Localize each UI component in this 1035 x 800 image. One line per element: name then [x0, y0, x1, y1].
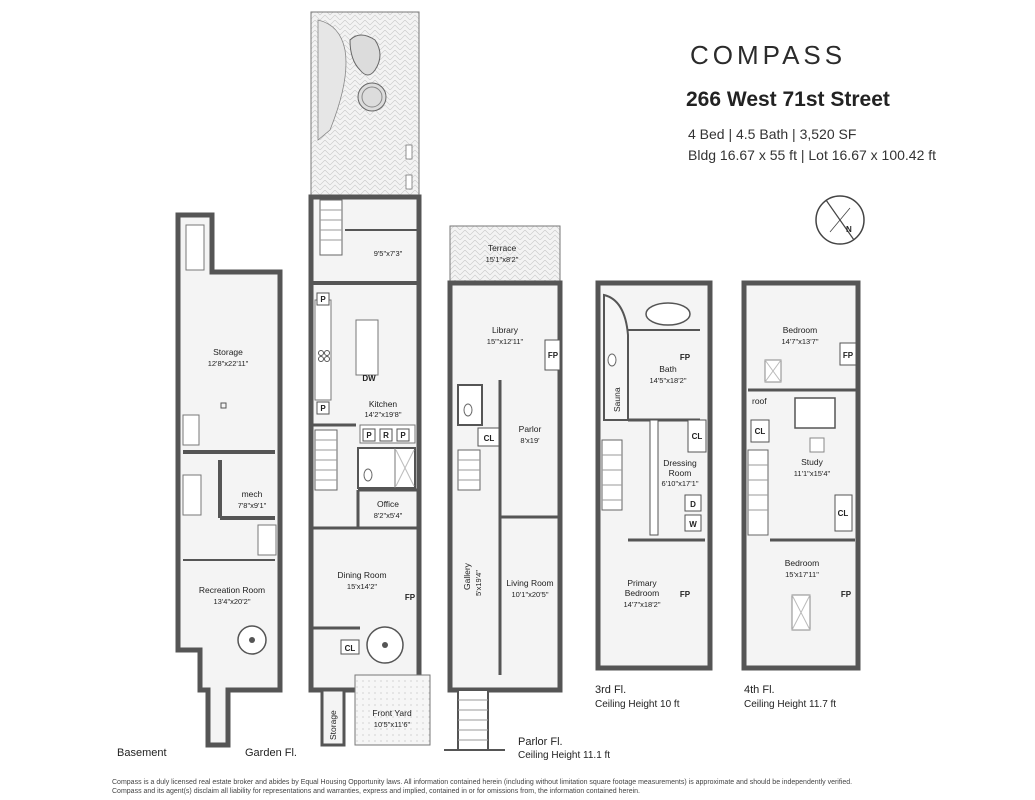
- property-specs: 4 Bed | 4.5 Bath | 3,520 SF Bldg 16.67 x…: [688, 124, 936, 166]
- garden-landing-dim: 9'5"x7'3": [374, 249, 403, 258]
- third-washer: W: [689, 520, 697, 529]
- study-dim: 11'1"x15'4": [794, 469, 831, 478]
- disclaimer-line-1: Compass is a duly licensed real estate b…: [112, 779, 853, 786]
- parlor-room-name: Parlor: [519, 424, 542, 434]
- garden-pantry-2: P: [320, 404, 326, 413]
- parlor-floor-plan: FP CL Terrace 15'1"x8'2" Library 15'"x12…: [444, 225, 610, 761]
- parlor-room-dim: 8'x19': [520, 436, 540, 445]
- garden-pantry-3: P: [366, 431, 372, 440]
- disclaimer: Compass is a duly licensed real estate b…: [112, 778, 932, 796]
- garden-refrigerator: R: [383, 431, 389, 440]
- third-floor-plan: FP CL D W FP Bath 14'5"x18'2" Sauna Dres…: [595, 280, 713, 710]
- fourth-closet-2: CL: [838, 509, 849, 518]
- parlor-ceiling-height: Ceiling Height 11.1 ft: [518, 750, 610, 761]
- fourth-bedroom-top-dim: 14'7"x13'7": [782, 337, 819, 346]
- mech-room-dim: 7'8"x9'1": [238, 501, 267, 510]
- fourth-bedroom-bottom-dim: 15'x17'11": [785, 570, 819, 579]
- recreation-room-name: Recreation Room: [199, 585, 265, 595]
- third-fireplace-bedroom: FP: [680, 590, 691, 599]
- north-compass-icon: N: [815, 195, 865, 245]
- garden-floor-label: Garden Fl.: [245, 747, 297, 759]
- garden-storage-name: Storage: [328, 710, 338, 740]
- specs-line-2: Bldg 16.67 x 55 ft | Lot 16.67 x 100.42 …: [688, 147, 937, 163]
- primary-bedroom-name-2: Bedroom: [625, 588, 660, 598]
- compass-north-letter: N: [846, 225, 852, 234]
- garden-dishwasher: DW: [362, 374, 376, 383]
- garden-pantry-4: P: [400, 431, 406, 440]
- third-dryer: D: [690, 500, 696, 509]
- fourth-floor-plan: FP CL CL FP Bedroom 14'7"x13'7" roof Stu…: [741, 280, 861, 710]
- dressing-room-name: Dressing: [663, 458, 697, 468]
- basement-floor-label: Basement: [117, 747, 167, 759]
- terrace-dim: 15'1"x8'2": [486, 255, 519, 264]
- recreation-room-dim: 13'4"x20'2": [214, 597, 251, 606]
- front-yard-dim: 10'5"x11'6": [374, 720, 411, 729]
- office-dim: 8'2"x5'4": [374, 511, 403, 520]
- fourth-fireplace-top: FP: [843, 351, 854, 360]
- fourth-floor-label: 4th Fl.: [744, 684, 775, 696]
- library-name: Library: [492, 325, 519, 335]
- front-yard-name: Front Yard: [372, 708, 412, 718]
- parlor-fireplace: FP: [548, 351, 559, 360]
- dressing-room-dim: 6'10"x17'1": [662, 479, 699, 488]
- study-name: Study: [801, 457, 823, 467]
- basement-storage-dim: 12'8"x22'11": [208, 359, 249, 368]
- sauna-name: Sauna: [612, 387, 622, 412]
- garden-fireplace: FP: [405, 593, 416, 602]
- third-ceiling-height: Ceiling Height 10 ft: [595, 699, 680, 710]
- fourth-bedroom-top-name: Bedroom: [783, 325, 818, 335]
- basement-plan: Storage 12'8"x22'11" mech 7'8"x9'1" Recr…: [117, 212, 283, 759]
- office-name: Office: [377, 499, 399, 509]
- garden-pantry-1: P: [320, 295, 326, 304]
- fourth-bedroom-bottom-name: Bedroom: [785, 558, 820, 568]
- third-bath-name: Bath: [659, 364, 677, 374]
- fourth-closet-1: CL: [755, 427, 766, 436]
- mech-room-name: mech: [242, 489, 263, 499]
- roof-label: roof: [752, 396, 767, 406]
- living-room-dim: 10'1"x20'5": [512, 590, 549, 599]
- garden-floor-plan: P P P R P DW CL FP 9'5"x7'3" Kitchen 14'…: [245, 11, 431, 759]
- kitchen-dim: 14'2"x19'8": [365, 410, 402, 419]
- dressing-room-name-2: Room: [669, 468, 692, 478]
- brand-logo: COMPASS: [690, 40, 847, 70]
- library-dim: 15'"x12'11": [487, 337, 524, 346]
- third-floor-label: 3rd Fl.: [595, 684, 626, 696]
- fourth-ceiling-height: Ceiling Height 11.7 ft: [744, 699, 836, 710]
- dining-room-dim: 15'x14'2": [347, 582, 377, 591]
- basement-storage-name: Storage: [213, 347, 243, 357]
- specs-line-1: 4 Bed | 4.5 Bath | 3,520 SF: [688, 126, 857, 142]
- parlor-closet: CL: [484, 434, 495, 443]
- parlor-floor-label: Parlor Fl.: [518, 736, 563, 748]
- third-closet: CL: [692, 432, 703, 441]
- disclaimer-line-2: Compass and its agent(s) disclaim all li…: [112, 788, 640, 795]
- property-address: 266 West 71st Street: [686, 88, 890, 111]
- gallery-name: Gallery: [462, 562, 472, 590]
- third-bath-dim: 14'5"x18'2": [650, 376, 687, 385]
- living-room-name: Living Room: [506, 578, 553, 588]
- garden-closet: CL: [345, 644, 356, 653]
- fourth-fireplace-bottom: FP: [841, 590, 852, 599]
- gallery-dim: 5'x19'4": [474, 570, 483, 596]
- primary-bedroom-name: Primary: [627, 578, 657, 588]
- dining-room-name: Dining Room: [337, 570, 386, 580]
- primary-bedroom-dim: 14'7"x18'2": [624, 600, 661, 609]
- terrace-name: Terrace: [488, 243, 517, 253]
- third-fireplace-bath: FP: [680, 353, 691, 362]
- kitchen-name: Kitchen: [369, 399, 398, 409]
